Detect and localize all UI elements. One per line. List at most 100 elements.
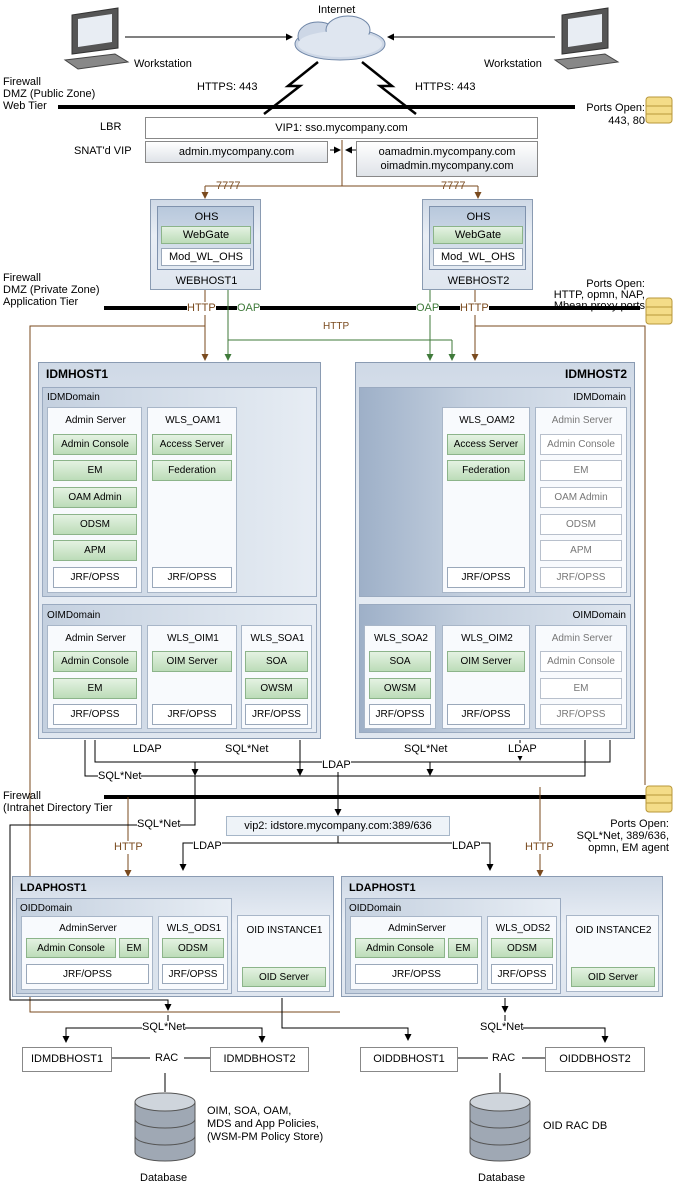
wls-soa1-server: WLS_SOA1 SOA OWSM JRF/OPSS [241, 625, 312, 729]
ldap-label: LDAP [133, 743, 162, 756]
wls-ods1-server: WLS_ODS1 ODSM JRF/OPSS [158, 916, 228, 990]
jrf-opss-component: JRF/OPSS [53, 704, 137, 725]
workstation-label: Workstation [484, 58, 542, 70]
em-component: EM [540, 460, 622, 481]
soa-component: SOA [369, 651, 431, 672]
jrf-opss-component: JRF/OPSS [152, 704, 232, 725]
em-component: EM [53, 460, 137, 481]
ldap-label: LDAP [508, 743, 537, 756]
wls-oam2-server: WLS_OAM2 Access Server Federation JRF/OP… [442, 407, 530, 593]
db-host: OIDDBHOST1 [360, 1047, 458, 1072]
oid-server-component: OID Server [571, 967, 655, 987]
mod-wl-ohs-component: Mod_WL_OHS [161, 248, 251, 266]
oid-instance2: OID INSTANCE2 OID Server [566, 915, 659, 992]
vip2-box: vip2: idstore.mycompany.com:389/636 [226, 816, 450, 836]
db-host: IDMDBHOST1 [22, 1047, 112, 1072]
wls-oim2-server: WLS_OIM2 OIM Server JRF/OPSS [442, 625, 530, 729]
owsm-component: OWSM [369, 678, 431, 699]
jrf-opss-component: JRF/OPSS [162, 964, 224, 984]
jrf-opss-component: JRF/OPSS [491, 964, 553, 984]
db-host: IDMDBHOST2 [210, 1047, 309, 1072]
federation-component: Federation [152, 460, 232, 481]
access-server-component: Access Server [152, 434, 232, 455]
idm-domain: IDMDomain Admin Server Admin Console EM … [42, 387, 317, 597]
admin-vip-box: admin.mycompany.com [145, 141, 328, 163]
database-label: Database [478, 1172, 526, 1184]
ldap-label: LDAP [322, 759, 351, 772]
access-server-component: Access Server [447, 434, 525, 455]
apm-component: APM [53, 540, 137, 561]
db-description: OID RAC DB [543, 1120, 608, 1132]
workstation-icon [553, 7, 620, 70]
oid-domain: OIDDomain AdminServer Admin Console EM J… [16, 898, 232, 994]
jrf-opss-component: JRF/OPSS [152, 567, 232, 588]
http-label: HTTP [525, 841, 554, 854]
vip1-box: VIP1: sso.mycompany.com [145, 117, 538, 139]
admin-console-component: Admin Console [355, 938, 445, 958]
jrf-opss-component: JRF/OPSS [540, 704, 622, 725]
oim-server-component: OIM Server [447, 651, 525, 672]
wls-oim1-server: WLS_OIM1 OIM Server JRF/OPSS [147, 625, 237, 729]
webhost2: OHS WebGate Mod_WL_OHS WEBHOST2 [422, 199, 533, 290]
oim-domain: OIMDomain Admin Server Admin Console EM … [42, 604, 317, 733]
oid-server-component: OID Server [242, 967, 326, 987]
idm-domain: IDMDomain WLS_OAM2 Access Server Federat… [359, 387, 631, 597]
ldap-label: LDAP [452, 840, 481, 853]
webhost-name: WEBHOST2 [447, 275, 510, 287]
firewall-brick-icon [645, 785, 673, 813]
odsm-component: ODSM [162, 938, 224, 958]
port-7777-label: 7777 [216, 180, 241, 192]
em-component: EM [540, 678, 622, 699]
database-icon [469, 1092, 531, 1162]
https-label: HTTPS: 443 [415, 81, 476, 93]
db-host: OIDDBHOST2 [545, 1047, 645, 1072]
admin-server: Admin Server Admin Console EM OAM Admin … [47, 407, 142, 593]
database-icon [134, 1092, 196, 1162]
jrf-opss-component: JRF/OPSS [26, 964, 149, 984]
host-name: IDMHOST2 [564, 367, 627, 381]
odsm-component: ODSM [491, 938, 553, 958]
http-label: HTTP [460, 302, 489, 315]
admin-server-inactive: Admin Server Admin Console EM OAM Admin … [535, 407, 627, 593]
jrf-opss-component: JRF/OPSS [355, 964, 478, 984]
firewall-brick-icon [645, 297, 673, 325]
oim-admin-server: Admin Server Admin Console EM JRF/OPSS [47, 625, 142, 729]
admin-console-component: Admin Console [540, 651, 622, 672]
ports-private-label: Ports Open:HTTP, opmn, NAP,Mbean proxy p… [553, 278, 645, 312]
oim-admin-server-inactive: Admin Server Admin Console EM JRF/OPSS [535, 625, 627, 729]
federation-component: Federation [447, 460, 525, 481]
sqlnet-label: SQL*Net [480, 1021, 524, 1034]
admin-console-component: Admin Console [53, 434, 137, 455]
db-description: OIM, SOA, OAM,MDS and App Policies,(WSM-… [207, 1105, 324, 1143]
oim-server-component: OIM Server [152, 651, 232, 672]
jrf-opss-component: JRF/OPSS [447, 567, 525, 588]
ports-public-label: Ports Open:443, 80 [586, 102, 645, 127]
jrf-opss-component: JRF/OPSS [540, 567, 622, 588]
jrf-opss-component: JRF/OPSS [369, 704, 431, 725]
sqlnet-label: SQL*Net [142, 1021, 186, 1034]
owsm-component: OWSM [245, 678, 308, 699]
idmhost1: IDMHOST1 IDMDomain Admin Server Admin Co… [38, 362, 321, 739]
oap-label: OAP [416, 302, 440, 315]
lbr-label: LBR [100, 121, 122, 133]
snat-label: SNAT'd VIP [74, 145, 132, 157]
jrf-opss-component: JRF/OPSS [447, 704, 525, 725]
workstation-label: Workstation [134, 58, 192, 70]
firewall-brick-icon [645, 96, 673, 124]
jrf-opss-component: JRF/OPSS [53, 567, 137, 588]
idmhost2: IDMHOST2 IDMDomain WLS_OAM2 Access Serve… [355, 362, 635, 739]
odsm-component: ODSM [540, 514, 622, 535]
wls-soa2-server: WLS_SOA2 SOA OWSM JRF/OPSS [364, 625, 436, 729]
oim-domain: OIMDomain WLS_SOA2 SOA OWSM JRF/OPSS WLS… [359, 604, 631, 733]
http-label: HTTP [323, 320, 350, 333]
sqlnet-label: SQL*Net [137, 818, 181, 831]
oam-admin-component: OAM Admin [53, 487, 137, 508]
host-name: IDMHOST1 [46, 367, 109, 381]
soa-component: SOA [245, 651, 308, 672]
rac-label: RAC [492, 1052, 516, 1064]
admin-console-component: Admin Console [53, 651, 137, 672]
database-label: Database [140, 1172, 188, 1184]
